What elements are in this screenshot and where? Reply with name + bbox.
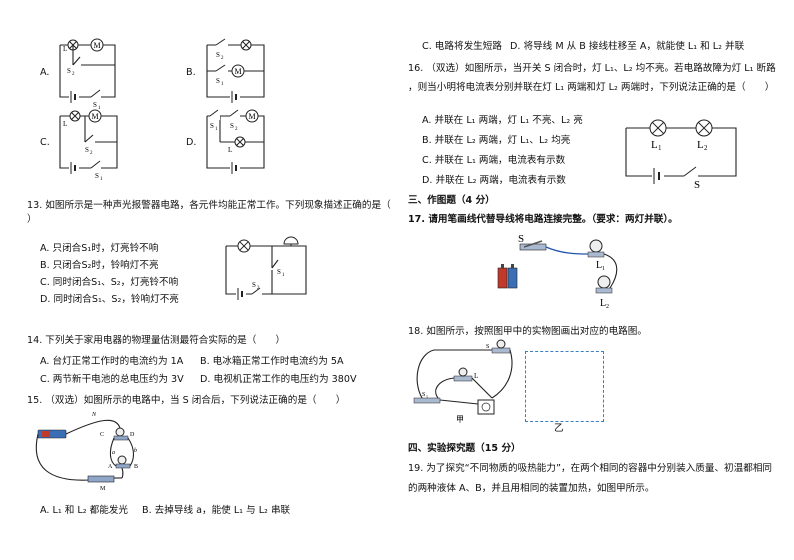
q16-stem-1: 16. （双选）如图所示，当开关 S 闭合时，灯 L₁、L₂ 均不亮。若电路故障… [408,63,776,74]
svg-text:1: 1 [282,273,285,278]
svg-text:S: S [85,146,89,154]
q12-option-c-letter: C. [40,137,50,148]
svg-text:1: 1 [215,127,218,132]
svg-text:2: 2 [704,144,708,152]
svg-text:M: M [249,112,256,121]
svg-text:S: S [518,233,524,245]
q16-option-d: D. 并联在 L₂ 两端，电流表有示数 [422,175,566,186]
q14-option-d: D. 电视机正常工作的电压约为 380V [200,374,357,385]
svg-text:S: S [422,392,425,398]
svg-text:N: N [91,412,97,418]
svg-text:L: L [63,120,67,128]
svg-text:S: S [95,172,99,180]
q15-option-c: C. 电路将发生短路 [422,41,502,52]
q18-stem: 18. 如图所示，按照图甲中的实物图画出对应的电路图。 [408,326,647,337]
svg-text:S: S [252,281,256,289]
svg-text:B: B [134,464,138,470]
q16-option-a: A. 并联在 L₁ 两端，灯 L₁ 不亮、L₂ 亮 [422,115,583,126]
svg-text:1: 1 [100,177,103,182]
svg-text:M: M [94,41,101,50]
svg-text:1: 1 [426,394,428,399]
q12-option-b-letter: B. [186,67,196,78]
q13-option-a: A. 只闭合S₁时，灯亮铃不响 [40,243,159,254]
svg-text:L: L [228,146,232,154]
svg-text:a: a [112,450,115,456]
svg-text:S: S [277,268,281,276]
svg-text:L: L [596,260,602,271]
svg-text:S: S [486,344,489,350]
svg-text:L: L [63,45,67,53]
svg-text:S: S [93,101,97,109]
svg-text:D: D [130,432,135,438]
q13-option-d: D. 同时闭合S₁、S₂，铃响灯不亮 [40,294,179,305]
svg-text:L: L [651,139,658,151]
q15-option-a: A. L₁ 和 L₂ 都能发光 [40,505,128,516]
q14-option-c: C. 两节新干电池的总电压约为 3V [40,374,184,385]
svg-text:2: 2 [221,56,224,61]
q17-apparatus: S L 1 L 2 [497,233,618,310]
svg-text:2: 2 [90,151,93,156]
q13-option-b: B. 只闭合S₂时，铃响灯不亮 [40,260,159,271]
q15-stem: 15. （双选）如图所示的电路中，当 S 闭合后，下列说法正确的是（ ） [27,395,346,406]
q12-option-a-letter: A. [40,67,50,78]
svg-text:甲: 甲 [456,415,464,424]
svg-text:1: 1 [221,82,224,87]
svg-text:L: L [600,298,606,309]
q12-option-d-letter: D. [186,137,197,148]
svg-text:A: A [108,464,113,470]
svg-text:S: S [216,77,220,85]
q16-option-c: C. 并联在 L₁ 两端，电流表有示数 [422,155,566,166]
q15-circuit-figure: N C D A B a b M [35,412,138,492]
q15-option-d: D. 将导线 M 从 B 接线柱移至 A，就能使 L₁ 和 L₂ 并联 [510,41,745,52]
svg-text:S: S [67,67,71,75]
q15-option-b: B. 去掉导线 a，能使 L₁ 与 L₂ 串联 [142,505,291,516]
q14-option-b: B. 电冰箱正常工作时电流约为 5A [200,356,344,367]
svg-text:2: 2 [606,304,609,310]
svg-text:1: 1 [98,106,101,111]
q17-stem: 17. 请用笔画线代替导线将电路连接完整。（要求：两灯并联）。 [408,214,678,225]
q13-stem: 13. 如图所示是一种声光报警器电路，各元件均能正常工作。下列现象描述正确的是（ [27,200,391,211]
q13-option-c: C. 同时闭合S₁、S₂，灯亮铃不响 [40,277,179,288]
svg-text:S: S [230,122,234,130]
svg-text:M: M [92,112,99,121]
svg-text:L: L [474,372,478,380]
q14-option-a: A. 台灯正常工作时的电流约为 1A [40,356,184,367]
svg-text:2: 2 [257,286,260,291]
q16-option-b: B. 并联在 L₂ 两端，灯 L₁、L₂ 均亮 [422,135,571,146]
svg-text:2: 2 [235,127,238,132]
svg-text:M: M [235,67,242,76]
svg-text:2: 2 [72,72,75,77]
svg-text:M: M [100,486,106,492]
q13-stem-cont: ） [27,214,37,225]
svg-text:1: 1 [658,144,662,152]
q19-stem-2: 的两种液体 A、B，并且用相同的装置加热，如图甲所示。 [408,483,655,494]
q14-stem: 14. 下列关于家用电器的物理量估测最符合实际的是（ ） [27,335,286,346]
svg-text:L: L [697,139,704,151]
q18-drawing-area-yi[interactable] [525,351,604,422]
svg-text:S: S [216,51,220,59]
q16-circuit: L 1 L 2 S [625,119,737,191]
q16-stem-2: ，则当小明将电流表分别并联在灯 L₁ 两端和灯 L₂ 两端时，下列说法正确的是（… [408,82,775,93]
svg-text:C: C [100,432,104,438]
section-4-title: 四、实验探究题（15 分） [408,443,521,454]
svg-text:S: S [694,179,700,191]
q18-label-yi: 乙 [554,423,564,434]
svg-text:S: S [210,122,214,130]
section-3-title: 三、作图题（4 分） [408,195,495,206]
svg-text:b: b [134,448,137,454]
q19-stem-1: 19. 为了探究“不同物质的吸热能力”，在两个相同的容器中分别装入质量、初温都相… [408,463,773,474]
svg-text:1: 1 [602,266,605,272]
